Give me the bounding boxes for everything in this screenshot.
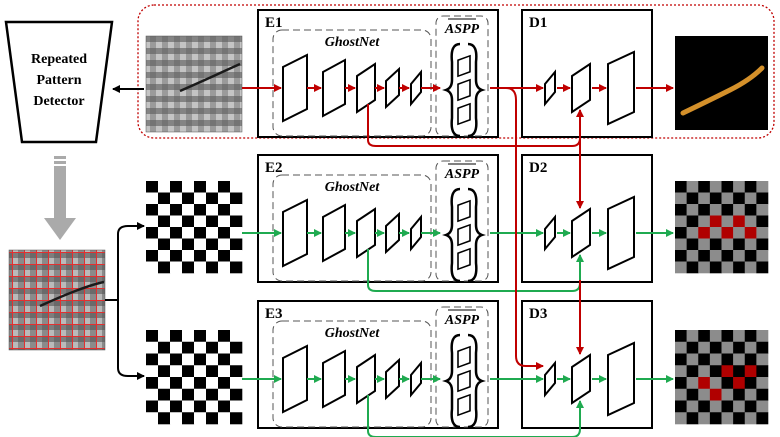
feature-map — [410, 360, 422, 398]
feature-map — [282, 198, 308, 268]
encoders: E1GhostNetASPPE2GhostNetASPPE3GhostNetAS… — [257, 9, 499, 429]
skip-connection-arrow — [367, 395, 584, 437]
detector-label-line-1: Repeated — [31, 52, 87, 67]
decoder-d2: D2 — [521, 154, 653, 283]
feature-map — [571, 353, 591, 405]
aspp-label: ASPP — [444, 313, 480, 328]
detector-label-line-2: Pattern — [36, 73, 81, 88]
feature-map — [544, 69, 556, 107]
detector-label-line-3: Detector — [33, 94, 84, 109]
ghostnet-label: GhostNet — [325, 326, 381, 341]
decoder-d1: D1 — [521, 9, 653, 138]
feature-map — [410, 69, 422, 107]
feature-map — [356, 207, 376, 259]
encoder-label: E2 — [265, 160, 283, 176]
output-crack-mask — [675, 36, 768, 130]
feature-map — [571, 207, 591, 259]
gray-down-arrow — [44, 156, 76, 240]
decoder-label: D2 — [529, 160, 547, 176]
feature-map — [385, 211, 400, 255]
feature-map — [607, 195, 635, 271]
split-arrow-lower — [105, 299, 145, 380]
aspp-label: ASPP — [444, 167, 480, 182]
ghostnet-label: GhostNet — [325, 180, 381, 195]
checkerboard-mask-upper — [146, 181, 243, 274]
feature-map — [322, 58, 346, 118]
feature-map — [322, 349, 346, 409]
feature-map — [282, 53, 308, 123]
feature-map — [356, 353, 376, 405]
feature-map — [607, 341, 635, 417]
connections — [242, 84, 674, 437]
encoder-label: E3 — [265, 306, 283, 322]
encoder-label: E1 — [265, 15, 283, 31]
feature-map — [607, 50, 635, 126]
ghostnet-label: GhostNet — [325, 35, 381, 50]
checkerboard-mask-lower — [146, 330, 243, 425]
output-checker-lower — [675, 330, 769, 425]
decoder-label: D3 — [529, 306, 547, 322]
e1-to-d3-arrow — [505, 87, 544, 370]
feature-map — [322, 203, 346, 263]
output-checker-upper — [675, 181, 769, 274]
pattern-detected-image — [8, 249, 106, 351]
feature-map — [385, 66, 400, 110]
feature-map — [356, 62, 376, 114]
feature-map — [282, 344, 308, 414]
feature-map — [544, 214, 556, 252]
decoder-d3: D3 — [521, 300, 653, 429]
feature-map — [385, 357, 400, 401]
aspp-label: ASPP — [444, 22, 480, 37]
input-fabric-image — [145, 35, 243, 133]
feature-map — [544, 360, 556, 398]
feature-map — [410, 214, 422, 252]
split-arrow-upper — [105, 222, 145, 301]
feature-map — [571, 62, 591, 114]
decoder-label: D1 — [529, 15, 547, 31]
repeated-pattern-detector: Repeated Pattern Detector — [4, 20, 114, 144]
